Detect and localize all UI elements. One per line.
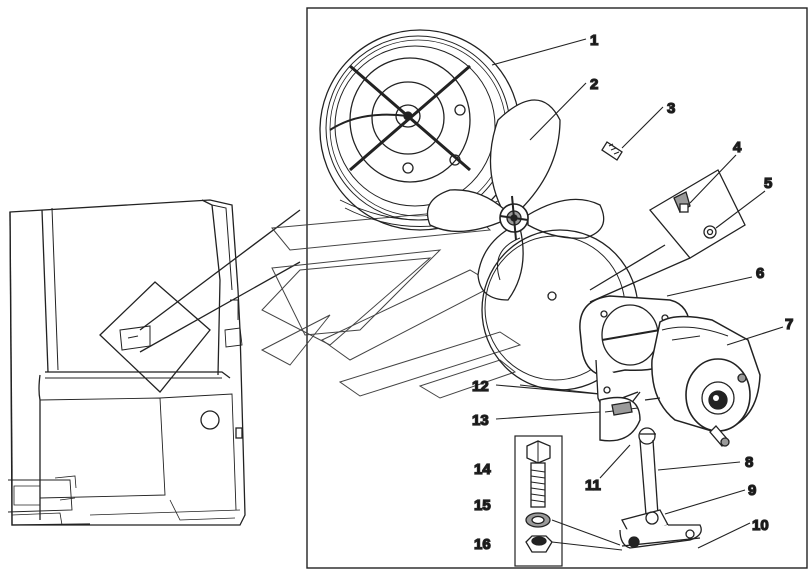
callout-1: 1 [590, 32, 598, 49]
fastener-set [514, 435, 623, 567]
detail-frame [306, 7, 808, 569]
callout-8: 8 [745, 454, 753, 471]
cab-outline [7, 199, 301, 526]
callout-7: 7 [785, 316, 793, 333]
callout-15: 15 [474, 497, 491, 514]
callout-11: 11 [585, 477, 601, 494]
setscrew-part3 [601, 141, 623, 161]
callout-13: 13 [472, 412, 489, 429]
callout-10: 10 [752, 517, 769, 534]
screw-washer-card [589, 169, 746, 303]
background-chevron-guides [260, 209, 522, 399]
callout-12: 12 [472, 378, 489, 395]
motor-part7 [644, 315, 761, 447]
callout-9: 9 [748, 482, 756, 499]
callout-leaders [491, 38, 784, 549]
callout-5: 5 [764, 175, 772, 192]
fan-blades-part2 [426, 99, 605, 301]
callout-labels: 1 2 3 4 5 6 7 8 9 10 11 12 13 14 15 16 [471, 31, 794, 553]
callout-2: 2 [590, 76, 598, 93]
callout-3: 3 [667, 100, 675, 117]
grille-guard-part1 [319, 29, 521, 231]
callout-14: 14 [474, 461, 491, 478]
support-post-assembly [599, 396, 702, 549]
callout-6: 6 [756, 265, 764, 282]
callout-4: 4 [733, 139, 742, 156]
callout-16: 16 [474, 536, 491, 553]
